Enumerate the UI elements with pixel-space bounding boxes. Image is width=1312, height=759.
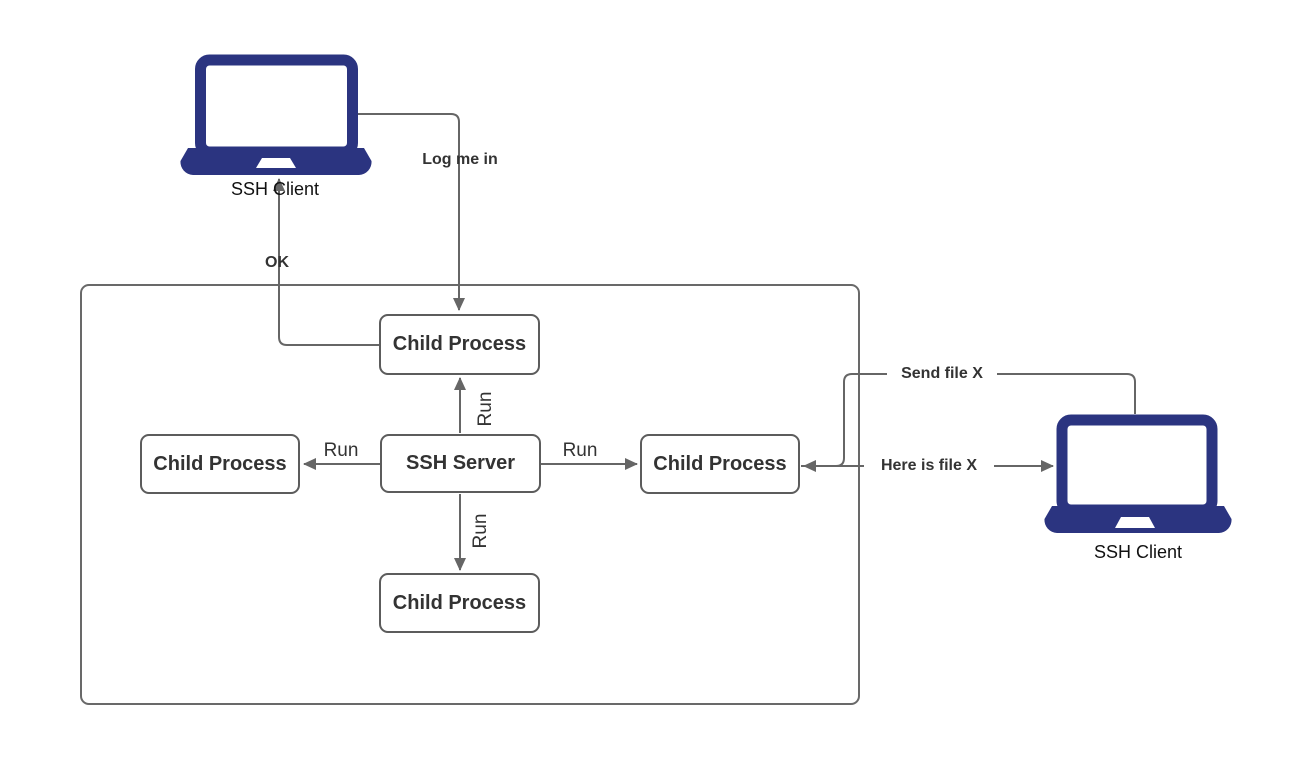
node-child-process-bottom: Child Process [379, 573, 540, 633]
edge-label-run-right: Run [562, 440, 598, 461]
edge-label-run-left: Run [323, 440, 359, 461]
node-ssh-server: SSH Server [380, 434, 541, 493]
edge-label-run-up: Run [475, 391, 496, 427]
ssh-client-right-label: SSH Client [1093, 542, 1183, 562]
edge-send-file-x [803, 373, 1136, 472]
edge-ok [273, 178, 379, 346]
laptop-icon-left [180, 54, 372, 175]
laptop-notch [256, 158, 296, 168]
edge-label-here-is-file-x: Here is file X [864, 456, 994, 475]
node-child-process-top: Child Process [379, 314, 540, 375]
node-child-process-left: Child Process [140, 434, 300, 494]
laptop-notch [1115, 517, 1155, 528]
node-child-process-right: Child Process [640, 434, 800, 494]
edge-label-run-down: Run [470, 513, 491, 549]
ssh-client-left-label: SSH Client [230, 179, 320, 199]
edge-label-log-me-in: Log me in [422, 151, 498, 168]
laptop-screen [1056, 414, 1218, 516]
edge-label-send-file-x: Send file X [887, 364, 997, 383]
edge-label-ok: OK [265, 254, 289, 271]
server-boundary-box [80, 284, 860, 705]
laptop-screen [195, 54, 358, 158]
edge-log-me-in [358, 113, 465, 311]
laptop-icon-right [1044, 414, 1232, 533]
